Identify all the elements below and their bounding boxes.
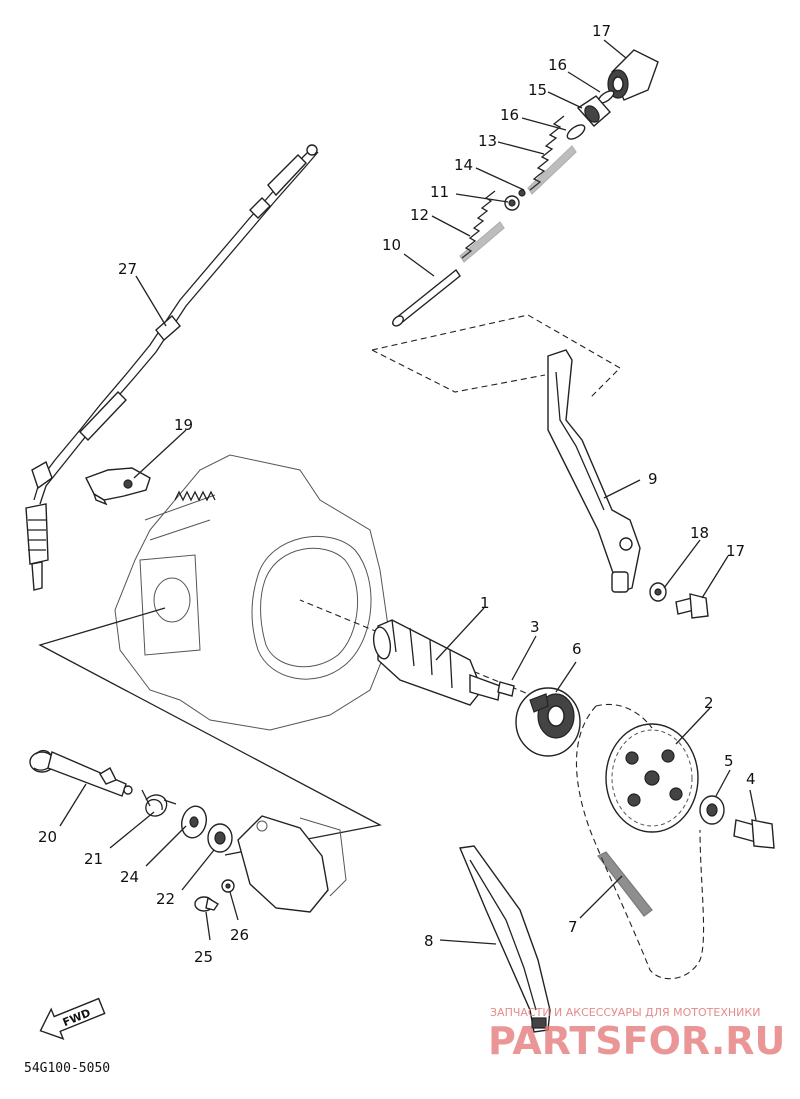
watermark-brand: PARTSFOR.RU [488, 1019, 785, 1063]
part-2-sprocket [605, 723, 699, 833]
callout-5: 5 [724, 752, 734, 770]
callout-17: 17 [592, 22, 611, 40]
part-22-spring [141, 789, 177, 817]
leader-lines [59, 39, 757, 945]
callout-13: 13 [478, 132, 497, 150]
part-4-bolt [733, 819, 775, 849]
part-25-bolt [194, 896, 219, 912]
watermark-logo: ЗАПЧАСТИ И АКСЕССУАРЫ ДЛЯ МОТОТЕХНИКИ PA… [488, 1006, 785, 1063]
callout-18: 17 [726, 542, 745, 560]
callout-3: 3 [530, 618, 540, 636]
callout-7: 7 [568, 918, 578, 936]
part-18-bolt [675, 593, 709, 619]
callout-2: 2 [704, 694, 714, 712]
callout-23: 22 [156, 890, 175, 908]
assembly-guide-lines [38, 314, 621, 856]
part-6-decompressor [515, 687, 581, 757]
callout-21: 20 [38, 828, 57, 846]
part-7-cam-chain [575, 703, 705, 980]
callout-labels: 17 16 15 16 13 14 11 12 10 9 18 17 19 27… [38, 22, 756, 966]
callout-16-lower: 16 [500, 106, 519, 124]
part-17-cap [607, 49, 659, 101]
part-3-pin [497, 681, 515, 697]
part-20-bracket [85, 467, 151, 506]
callout-14: 14 [454, 156, 473, 174]
part-1-camshaft [372, 619, 501, 706]
callout-22: 21 [84, 850, 103, 868]
callout-19: 18 [690, 524, 709, 542]
callout-9: 9 [648, 470, 658, 488]
part-24-washer [180, 805, 208, 839]
callout-20: 19 [174, 416, 193, 434]
callout-8: 8 [424, 932, 434, 950]
callout-27: 27 [118, 260, 137, 278]
watermark-tagline: ЗАПЧАСТИ И АКСЕССУАРЫ ДЛЯ МОТОТЕХНИКИ [490, 1006, 760, 1019]
callout-24: 24 [120, 868, 139, 886]
callout-25: 25 [194, 948, 213, 966]
part-19-washer [649, 582, 667, 602]
callout-11: 11 [430, 183, 449, 201]
part-16-o-ring-lower [566, 124, 586, 140]
callout-6: 6 [572, 640, 582, 658]
part-21-shaft [29, 749, 133, 797]
cylinder-head-outline [114, 454, 391, 731]
part-9-chain-guide [547, 349, 641, 593]
part-15-plug [576, 95, 611, 127]
part-11-nut [504, 195, 520, 211]
callout-10: 10 [382, 236, 401, 254]
part-12-spring [459, 190, 505, 263]
fwd-label: FWD [61, 1006, 93, 1029]
part-23-seal [207, 823, 233, 853]
part-5-washer [699, 795, 725, 825]
callout-26: 26 [230, 926, 249, 944]
part-8-chain-guide [459, 845, 551, 1033]
callout-1: 1 [480, 594, 490, 612]
callout-4: 4 [746, 770, 756, 788]
part-27-cable [25, 144, 319, 591]
part-13-spring [527, 115, 577, 195]
part-26-nut [221, 879, 235, 893]
fwd-arrow-icon: FWD [39, 997, 106, 1041]
diagram-code: 54G100-5050 [24, 1061, 110, 1076]
callout-15: 15 [528, 81, 547, 99]
callout-16-upper: 16 [548, 56, 567, 74]
part-14-ball [518, 189, 526, 197]
callout-12: 12 [410, 206, 429, 224]
side-cover-housing [237, 815, 347, 913]
part-10-rod [392, 268, 461, 327]
